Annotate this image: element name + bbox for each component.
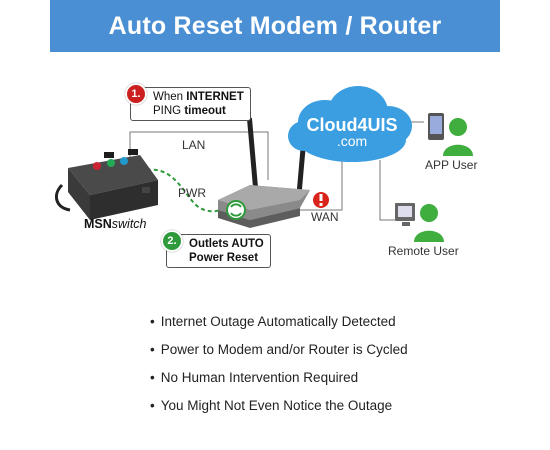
callout2-line2: Power Reset <box>189 252 259 264</box>
feature-item: You Might Not Even Notice the Outage <box>150 392 408 420</box>
page-title: Auto Reset Modem / Router <box>108 11 442 40</box>
wan-connection-line <box>300 160 343 211</box>
cloud-shape <box>288 86 412 162</box>
wan-label: WAN <box>311 210 339 224</box>
lan-label: LAN <box>182 138 206 152</box>
app-user-label: APP User <box>425 158 478 172</box>
feature-item: Power to Modem and/or Router is Cycled <box>150 336 408 364</box>
callout1-line1-prefix: When <box>153 91 187 103</box>
callout1-line1-bold: INTERNET <box>186 91 244 103</box>
callout1-line2: PING timeout <box>153 104 244 118</box>
feature-list: Internet Outage Automatically Detected P… <box>150 308 408 420</box>
cloud-label-line2: .com <box>336 133 368 149</box>
cloud-remote-line <box>379 160 396 221</box>
device-brand-bold: MSN <box>84 217 112 231</box>
cloud-label: Cloud4UIS .com <box>300 116 404 149</box>
reset-cycle-icon <box>226 200 246 220</box>
callout1-line2-bold: timeout <box>184 105 226 117</box>
wan-warning-icon <box>313 192 329 208</box>
callout-ping-timeout: 1. When INTERNET PING timeout <box>125 83 251 121</box>
callout-power-reset: 2. Outlets AUTO Power Reset <box>161 230 271 268</box>
cloud-label-line1: Cloud4UIS <box>306 115 398 135</box>
remote-user-label: Remote User <box>388 244 459 258</box>
msnswitch-device <box>54 149 158 220</box>
callout-number-2: 2. <box>161 230 183 252</box>
callout1-line1: When INTERNET <box>153 90 244 104</box>
callout2-line1: Outlets AUTO <box>189 238 264 250</box>
callout-number-1: 1. <box>125 83 147 105</box>
feature-item: Internet Outage Automatically Detected <box>150 308 408 336</box>
title-banner: Auto Reset Modem / Router <box>50 0 500 52</box>
feature-item: No Human Intervention Required <box>150 364 408 392</box>
pwr-label: PWR <box>178 186 206 200</box>
callout1-line2-prefix: PING <box>153 105 185 117</box>
diagram-graphics <box>54 86 473 242</box>
app-user-icon <box>428 113 473 156</box>
network-diagram: LAN PWR WAN MSNswitch Cloud4UIS .com APP… <box>0 60 550 280</box>
device-brand-italic: switch <box>111 217 147 231</box>
remote-user-icon <box>395 203 444 242</box>
device-brand-label: MSNswitch <box>84 217 147 231</box>
pwr-arrow-line <box>139 168 221 213</box>
